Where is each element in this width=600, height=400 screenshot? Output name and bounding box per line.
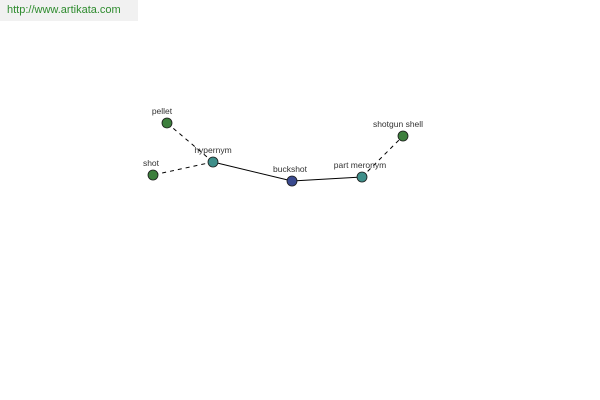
node-label-hypernym[interactable]: hypernym [194,145,231,155]
node-label-shotgun-shell[interactable]: shotgun shell [373,119,423,129]
edge-buckshot-part-meronym [291,176,363,182]
edge-buckshot-hypernym [212,161,293,182]
node-shot[interactable] [147,169,159,181]
node-label-part-meronym[interactable]: part meronym [334,160,386,170]
labels-layer: buckshot hypernym part meronym pellet shot sh… [143,106,423,174]
node-part-meronym[interactable] [356,171,368,183]
node-label-shot[interactable]: shot [143,158,160,168]
node-buckshot[interactable] [286,175,298,187]
node-shotgun-shell[interactable] [397,130,409,142]
edges-layer [152,122,404,182]
node-pellet[interactable] [161,117,173,129]
node-label-buckshot[interactable]: buckshot [273,164,308,174]
node-label-pellet[interactable]: pellet [152,106,173,116]
nodes-layer [147,117,409,187]
edge-part-meronym-shotgun-shell [361,135,404,178]
edge-hypernym-shot [152,161,214,176]
site-url-banner[interactable]: http://www.artikata.com [0,0,138,21]
node-hypernym[interactable] [207,156,219,168]
edge-hypernym-pellet [166,122,214,163]
